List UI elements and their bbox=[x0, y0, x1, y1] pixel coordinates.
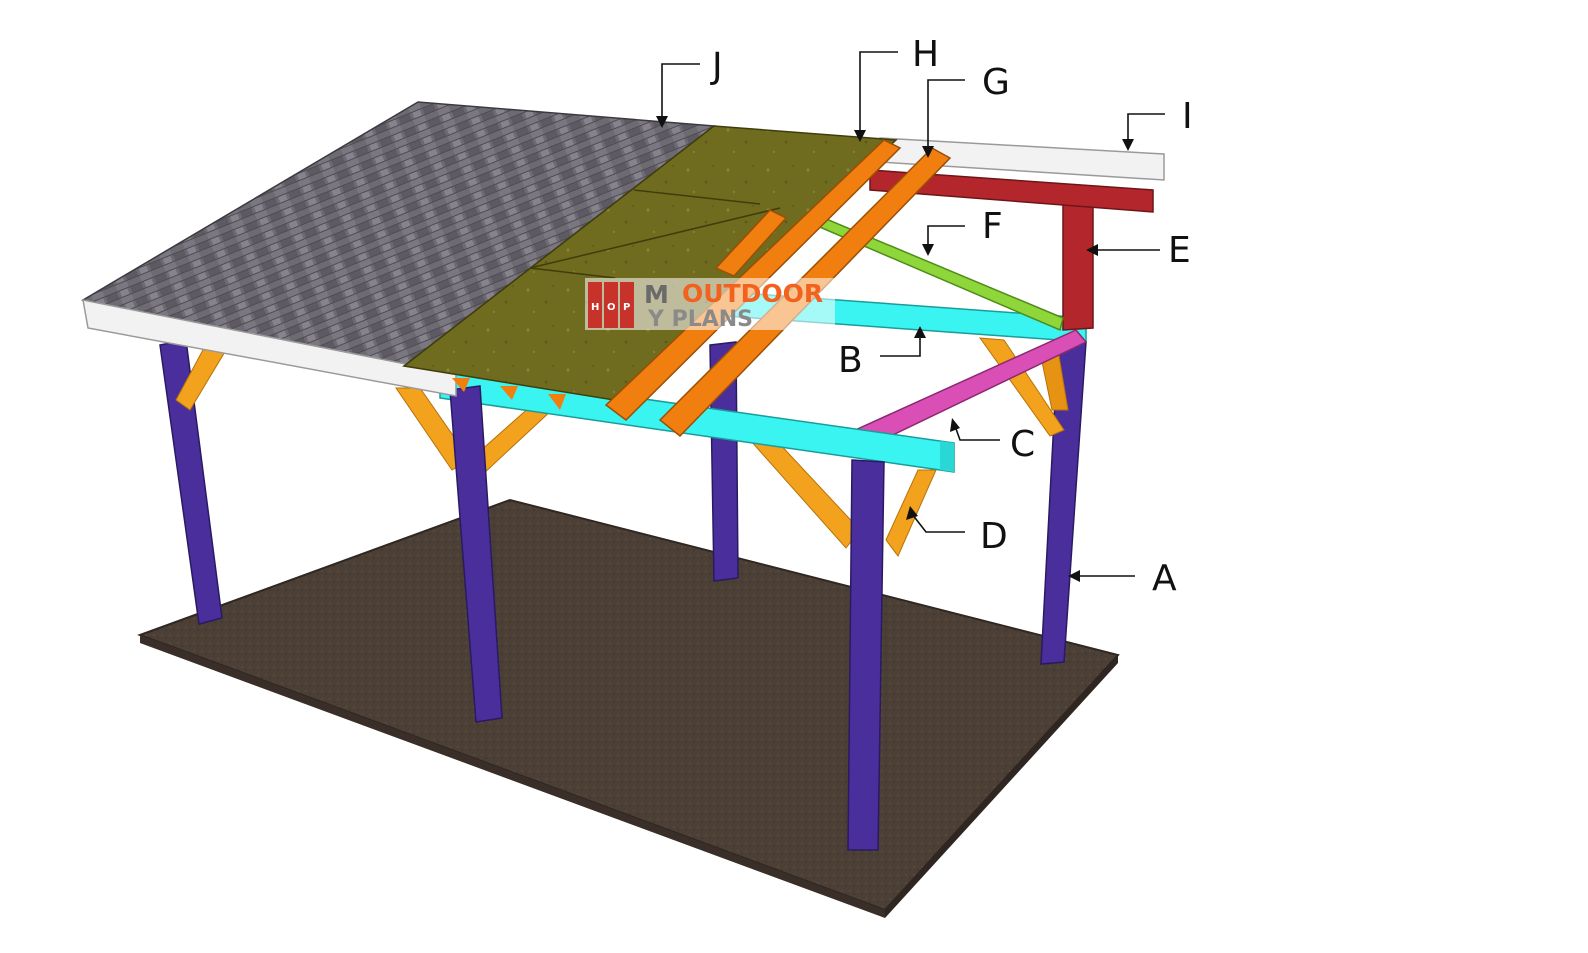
post-back-mid bbox=[709, 341, 739, 582]
label-j: J bbox=[710, 46, 723, 87]
label-b: B bbox=[838, 340, 863, 381]
label-g: G bbox=[982, 62, 1010, 103]
label-i: I bbox=[1182, 96, 1193, 137]
label-e: E bbox=[1168, 230, 1191, 271]
label-f: F bbox=[982, 206, 1003, 247]
watermark-tile-letter-1: H bbox=[591, 302, 599, 313]
label-c: C bbox=[1010, 424, 1035, 465]
watermark-tile-letter-2: O bbox=[607, 302, 616, 313]
label-d: D bbox=[980, 516, 1008, 557]
rafter-3 bbox=[714, 209, 788, 277]
front-fascia-board bbox=[82, 299, 457, 397]
callout-arrowheads bbox=[656, 116, 1134, 582]
watermark-line1: OUTDOOR bbox=[682, 279, 823, 308]
watermark-tile-o bbox=[604, 282, 618, 328]
post-front-left bbox=[449, 385, 503, 723]
ground-slab bbox=[137, 498, 1120, 918]
ridge-beam bbox=[869, 169, 1154, 213]
callout-leaders bbox=[661, 51, 1165, 577]
watermark-line2: Y PLANS bbox=[647, 307, 753, 332]
watermark-tile-letter-3: P bbox=[623, 302, 630, 313]
watermark-tile-p bbox=[620, 282, 634, 328]
king-post bbox=[1062, 199, 1094, 331]
label-a: A bbox=[1152, 558, 1177, 599]
watermark-tile-h bbox=[588, 282, 602, 328]
roof-sheathing bbox=[402, 125, 898, 401]
rafter-tails bbox=[452, 378, 566, 410]
watermark-line1-prefix: M bbox=[644, 280, 669, 309]
post-front-right bbox=[847, 459, 885, 851]
watermark-logo: H O P M OUTDOOR Y PLANS bbox=[585, 278, 835, 332]
label-h: H bbox=[912, 34, 939, 75]
